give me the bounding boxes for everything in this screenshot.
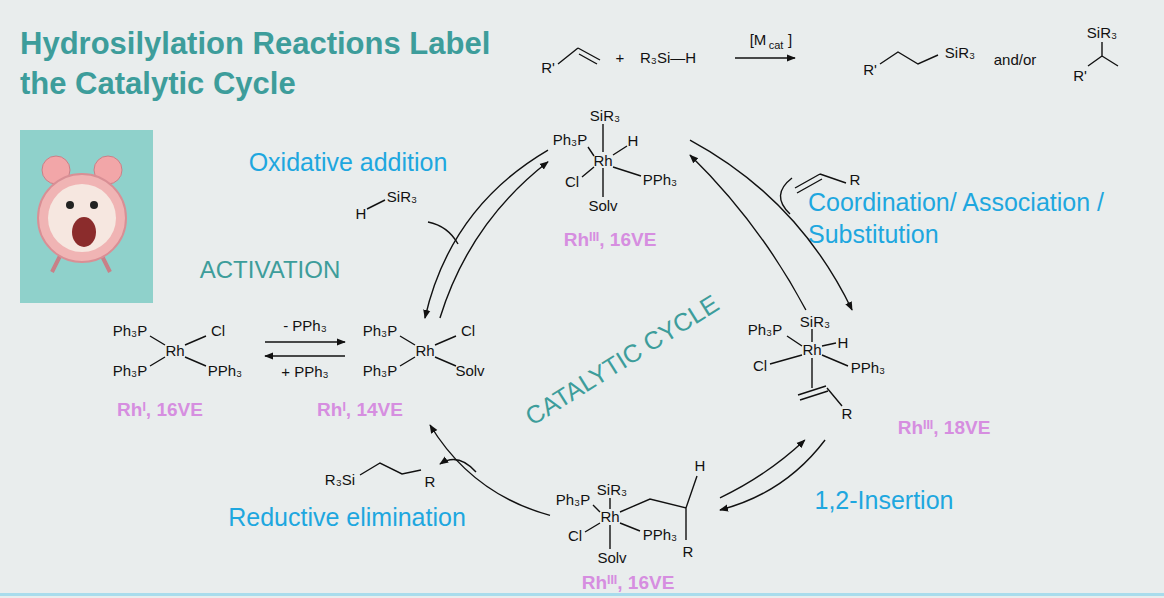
atom-label: Cl xyxy=(211,322,225,339)
atom-label: Ph₃P xyxy=(363,322,397,339)
atom-label: PPh₃ xyxy=(851,359,885,376)
text-label: SiR₃ xyxy=(1087,24,1117,41)
atom-label: H xyxy=(695,457,706,474)
text-label: R₃Si—H xyxy=(640,49,696,66)
reaction-arrow xyxy=(690,155,806,310)
reagent-curve xyxy=(428,222,458,244)
rh-complex: SiR₃Ph₃P H RhCl PPh₃ SolvRhᴵᴵᴵ, 16VE xyxy=(548,103,690,250)
text-label: R xyxy=(425,473,436,490)
arrow-label: - PPh₃ xyxy=(283,317,327,334)
text-label: CATALYTIC CYCLE xyxy=(520,289,724,431)
bond-lines xyxy=(582,124,641,197)
oxidation-state-label: Rhᴵᴵᴵ, 18VE xyxy=(898,417,991,439)
bond-lines xyxy=(367,200,385,209)
atom-label: H xyxy=(838,334,849,351)
reaction-arrow xyxy=(265,355,345,356)
atom-label: PPh₃ xyxy=(643,171,677,188)
bottom-rule xyxy=(0,593,1164,596)
atom-label: Solv xyxy=(597,549,626,566)
rh-complex: Ph₃PClRhPh₃PSolvRhᴵ, 14VE xyxy=(345,318,495,425)
rh-complex: SiR₃ Ph₃P H RhCl PPh₃ R Rhᴵᴵᴵ, 18VE xyxy=(740,310,1010,440)
text-label: 1,2-Insertion xyxy=(815,486,954,515)
atom-label: Ph₃P xyxy=(113,322,147,339)
text-label: SiR₃ xyxy=(387,188,417,205)
oxidation-state-label: Rhᴵ, 16VE xyxy=(117,399,203,421)
reaction-arrow xyxy=(265,341,345,342)
reaction-arrow xyxy=(430,425,550,515)
bond-lines xyxy=(1088,42,1118,66)
atom-label: Ph₃P xyxy=(748,321,782,338)
text-label: R' xyxy=(863,61,877,78)
atom-label: SiR₃ xyxy=(597,481,627,498)
text-label: ACTIVATION xyxy=(200,256,340,284)
text-label: Reductive elimination xyxy=(228,503,466,532)
bond-lines xyxy=(585,476,697,549)
text-label: R' xyxy=(541,59,555,76)
text-label: H xyxy=(356,205,367,222)
atom-label: H xyxy=(628,132,639,149)
text-label: ] xyxy=(788,31,792,48)
text-label: SiR₃ xyxy=(945,44,975,61)
text-label: R' xyxy=(1073,67,1087,84)
atom-label: PPh₃ xyxy=(643,526,677,543)
oxidation-state-label: Rhᴵ, 14VE xyxy=(317,399,403,421)
atom-label: Rh xyxy=(415,342,434,359)
atom-label: PPh₃ xyxy=(208,362,242,379)
text-label: and/or xyxy=(994,51,1037,68)
atom-label: Solv xyxy=(455,362,484,379)
reagent-curve xyxy=(780,178,792,214)
atom-label: Cl xyxy=(753,357,767,374)
rh-complex: SiR₃ H Ph₃P RhCl PPh₃ R SolvRhᴵᴵᴵ, 16VE xyxy=(550,460,720,595)
atom-label: SiR₃ xyxy=(800,313,830,330)
atom-label: Rh xyxy=(600,508,619,525)
arrow-label: + PPh₃ xyxy=(281,363,328,380)
atom-label: Cl xyxy=(461,322,475,339)
atom-label: Rh xyxy=(802,341,821,358)
reaction-arrow xyxy=(440,162,548,318)
text-label: cat xyxy=(769,39,784,52)
text-label: + xyxy=(616,49,625,66)
atom-label: Ph₃P xyxy=(363,362,397,379)
reaction-arrow xyxy=(425,150,548,318)
atom-label: Ph₃P xyxy=(113,362,147,379)
atom-label: Cl xyxy=(568,527,582,544)
clock-body xyxy=(38,174,126,262)
bond-lines xyxy=(150,336,206,366)
bond-lines xyxy=(880,52,938,64)
reaction-arrow xyxy=(735,57,795,58)
atom-label: Rh xyxy=(165,342,184,359)
clock-face xyxy=(48,184,116,252)
reaction-arrow xyxy=(720,440,825,510)
bond-lines xyxy=(770,329,848,406)
bond-lines xyxy=(400,336,456,366)
text-label: Oxidative addition xyxy=(249,148,448,177)
atom-label: Ph₃P xyxy=(553,131,587,148)
bond-lines xyxy=(360,463,421,475)
rh-complex: Ph₃PClRhPh₃PPPh₃Rhᴵ, 16VE xyxy=(105,318,265,425)
atom-label: R xyxy=(683,543,694,560)
atom-label: Cl xyxy=(565,173,579,190)
text-label: R xyxy=(850,171,861,188)
clock-mouth xyxy=(72,217,96,247)
oxidation-state-label: Rhᴵᴵᴵ, 16VE xyxy=(582,572,675,594)
atom-label: Solv xyxy=(588,197,617,214)
clock-eye xyxy=(66,201,74,209)
atom-label: R xyxy=(842,405,853,422)
reaction-arrow xyxy=(690,140,852,310)
text-label: Coordination/ Association / Substitution xyxy=(808,186,1164,250)
clock-eye xyxy=(90,201,98,209)
oxidation-state-label: Rhᴵᴵᴵ, 16VE xyxy=(564,229,657,251)
text-label: [M xyxy=(750,31,767,48)
bond-lines xyxy=(558,48,600,64)
slide-title: Hydrosilylation Reactions Label the Cata… xyxy=(20,24,520,104)
text-label: R₃Si xyxy=(325,471,355,488)
reaction-arrow xyxy=(720,440,805,498)
clock-photo xyxy=(20,130,153,303)
atom-label: SiR₃ xyxy=(590,107,620,124)
atom-label: Ph₃P xyxy=(556,491,590,508)
atom-label: Rh xyxy=(593,152,612,169)
product-curve xyxy=(440,460,476,473)
